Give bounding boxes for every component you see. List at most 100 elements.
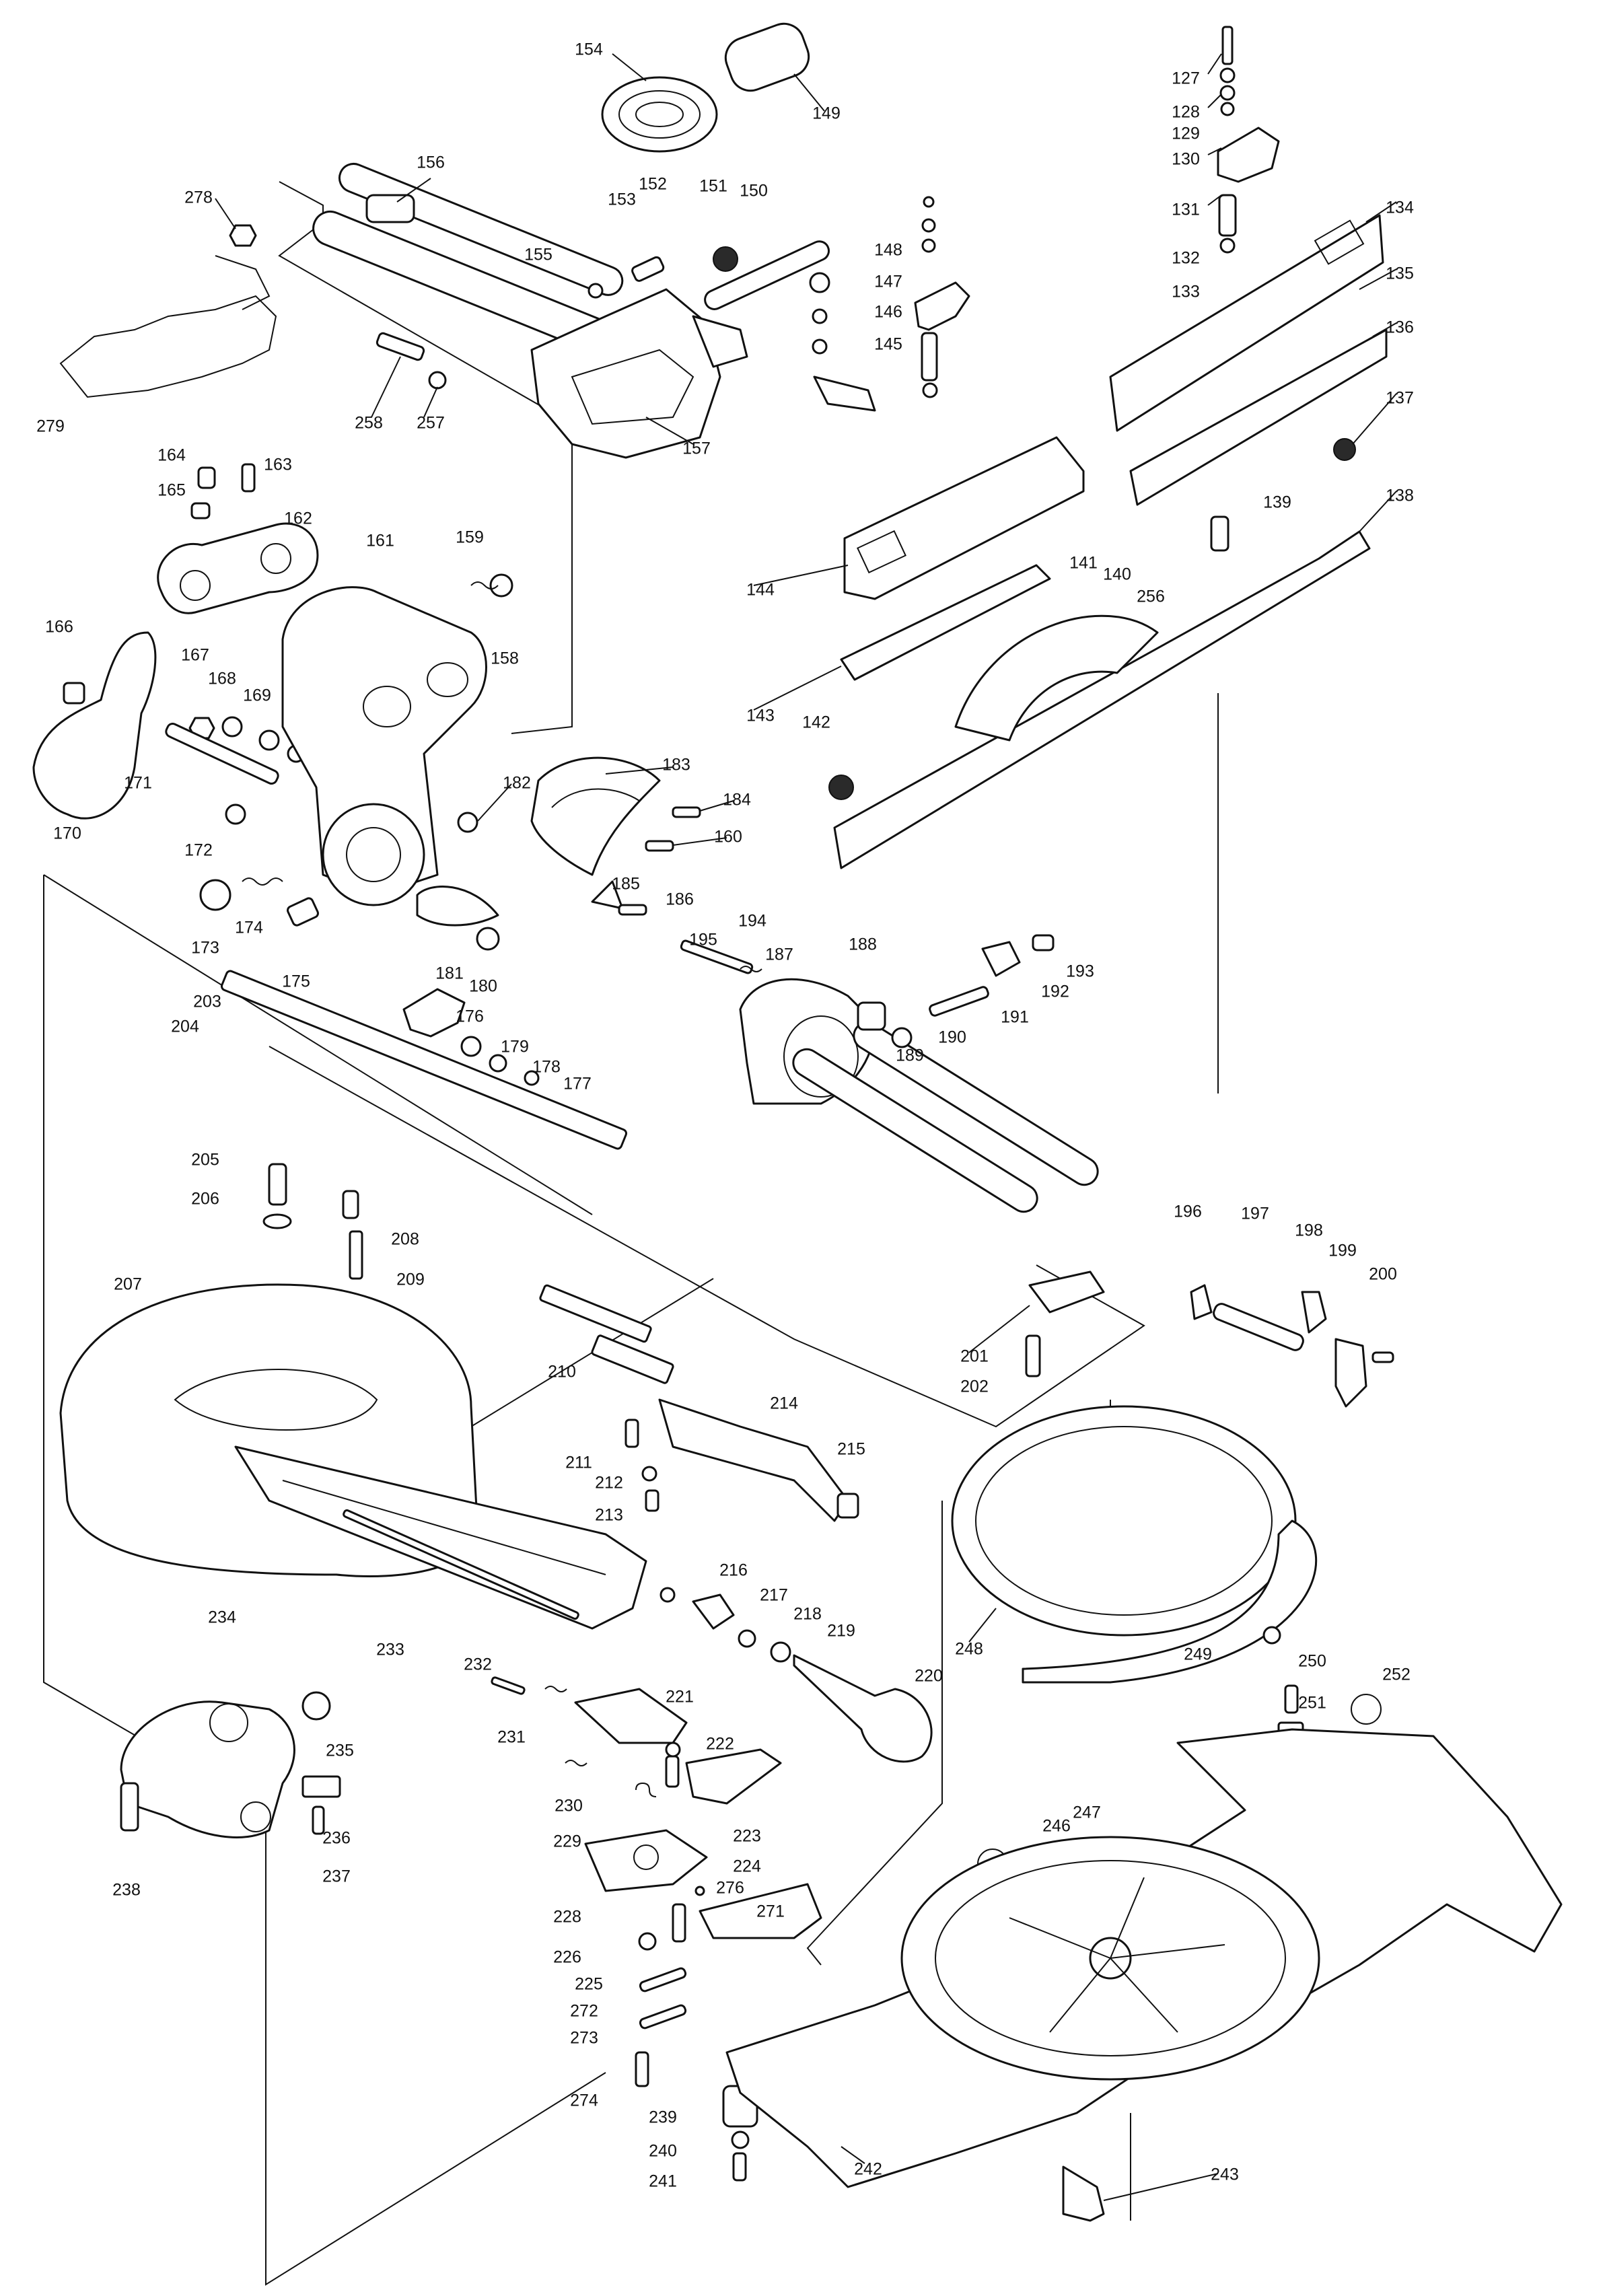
part-label-200: 200 — [1369, 1265, 1397, 1284]
part-label-179: 179 — [501, 1038, 529, 1056]
part-label-243: 243 — [1211, 2165, 1239, 2184]
part-label-248: 248 — [955, 1640, 983, 1659]
part-label-216: 216 — [719, 1561, 748, 1580]
part-label-172: 172 — [184, 841, 213, 860]
part-label-221: 221 — [666, 1688, 694, 1707]
part-label-180: 180 — [469, 977, 497, 996]
lower-bracket-assembly — [120, 1691, 822, 2182]
part-label-188: 188 — [849, 935, 877, 954]
part-label-173: 173 — [191, 939, 219, 958]
part-label-228: 228 — [553, 1908, 581, 1927]
part-label-150: 150 — [740, 182, 768, 201]
part-label-153: 153 — [608, 190, 636, 209]
part-label-237: 237 — [322, 1867, 351, 1886]
part-label-215: 215 — [837, 1440, 865, 1459]
part-label-156: 156 — [417, 153, 445, 172]
part-label-178: 178 — [532, 1058, 561, 1077]
part-label-189: 189 — [896, 1046, 924, 1065]
slide-carriage — [680, 934, 1394, 1408]
part-label-226: 226 — [553, 1948, 581, 1967]
part-label-242: 242 — [854, 2160, 882, 2179]
part-label-213: 213 — [595, 1506, 623, 1525]
part-label-190: 190 — [938, 1028, 966, 1047]
part-label-235: 235 — [326, 1742, 354, 1760]
part-label-211: 211 — [565, 1454, 592, 1472]
part-label-232: 232 — [464, 1655, 492, 1674]
part-label-127: 127 — [1172, 69, 1200, 88]
part-label-214: 214 — [770, 1394, 798, 1413]
part-label-202: 202 — [960, 1377, 989, 1396]
handle-assembly — [32, 224, 319, 927]
part-label-182: 182 — [503, 774, 531, 793]
part-label-246: 246 — [1042, 1817, 1071, 1836]
part-label-230: 230 — [555, 1797, 583, 1816]
part-label-273: 273 — [570, 2029, 598, 2048]
part-label-224: 224 — [733, 1857, 761, 1876]
part-label-187: 187 — [765, 945, 793, 964]
part-label-174: 174 — [235, 919, 263, 937]
part-label-149: 149 — [812, 104, 841, 123]
part-label-130: 130 — [1172, 150, 1200, 169]
part-label-192: 192 — [1041, 982, 1069, 1001]
part-label-198: 198 — [1295, 1221, 1323, 1240]
part-label-225: 225 — [575, 1975, 603, 1994]
part-label-220: 220 — [915, 1667, 943, 1686]
part-label-206: 206 — [191, 1190, 219, 1209]
part-label-129: 129 — [1172, 124, 1200, 143]
part-label-249: 249 — [1184, 1645, 1212, 1664]
part-label-133: 133 — [1172, 283, 1200, 301]
part-label-241: 241 — [649, 2172, 677, 2191]
part-label-151: 151 — [699, 177, 727, 196]
part-label-183: 183 — [662, 756, 690, 775]
part-number-labels: 1271281291301311321331341351361371381391… — [36, 40, 1414, 2191]
part-label-219: 219 — [827, 1622, 855, 1641]
part-label-146: 146 — [874, 303, 902, 322]
part-label-162: 162 — [284, 509, 312, 528]
part-label-158: 158 — [491, 649, 519, 668]
fence-assembly — [828, 26, 1388, 869]
part-label-272: 272 — [570, 2002, 598, 2021]
part-label-193: 193 — [1066, 962, 1094, 981]
part-label-218: 218 — [793, 1605, 822, 1624]
part-label-168: 168 — [208, 670, 236, 688]
part-label-152: 152 — [639, 175, 667, 194]
part-label-137: 137 — [1386, 389, 1414, 408]
part-label-208: 208 — [391, 1230, 419, 1249]
part-label-139: 139 — [1263, 493, 1291, 512]
part-label-166: 166 — [45, 618, 73, 637]
part-label-274: 274 — [570, 2091, 598, 2110]
part-label-164: 164 — [157, 446, 186, 465]
part-label-160: 160 — [714, 828, 742, 847]
part-label-170: 170 — [53, 824, 81, 843]
part-label-134: 134 — [1386, 199, 1414, 217]
part-label-203: 203 — [193, 993, 221, 1011]
part-label-135: 135 — [1386, 264, 1414, 283]
part-label-191: 191 — [1001, 1008, 1029, 1027]
part-label-143: 143 — [746, 707, 775, 725]
part-label-207: 207 — [114, 1275, 142, 1294]
part-label-223: 223 — [733, 1827, 761, 1846]
part-label-144: 144 — [746, 581, 775, 600]
part-label-229: 229 — [553, 1832, 581, 1851]
motor-arm-assembly — [281, 573, 701, 1086]
part-label-240: 240 — [649, 2142, 677, 2161]
part-label-140: 140 — [1103, 565, 1131, 584]
part-label-148: 148 — [874, 241, 902, 260]
part-label-204: 204 — [171, 1017, 199, 1036]
part-label-141: 141 — [1069, 554, 1098, 573]
part-label-271: 271 — [756, 1902, 785, 1921]
part-label-142: 142 — [802, 713, 830, 732]
part-label-209: 209 — [396, 1270, 425, 1289]
part-label-171: 171 — [124, 774, 152, 793]
part-label-247: 247 — [1073, 1803, 1101, 1822]
part-label-239: 239 — [649, 2108, 677, 2127]
part-label-210: 210 — [548, 1363, 576, 1382]
part-label-257: 257 — [417, 414, 445, 433]
part-label-147: 147 — [874, 273, 902, 291]
part-label-252: 252 — [1382, 1665, 1411, 1684]
part-label-167: 167 — [181, 646, 209, 665]
part-label-161: 161 — [366, 532, 394, 550]
part-label-186: 186 — [666, 890, 694, 909]
part-label-222: 222 — [706, 1735, 734, 1754]
